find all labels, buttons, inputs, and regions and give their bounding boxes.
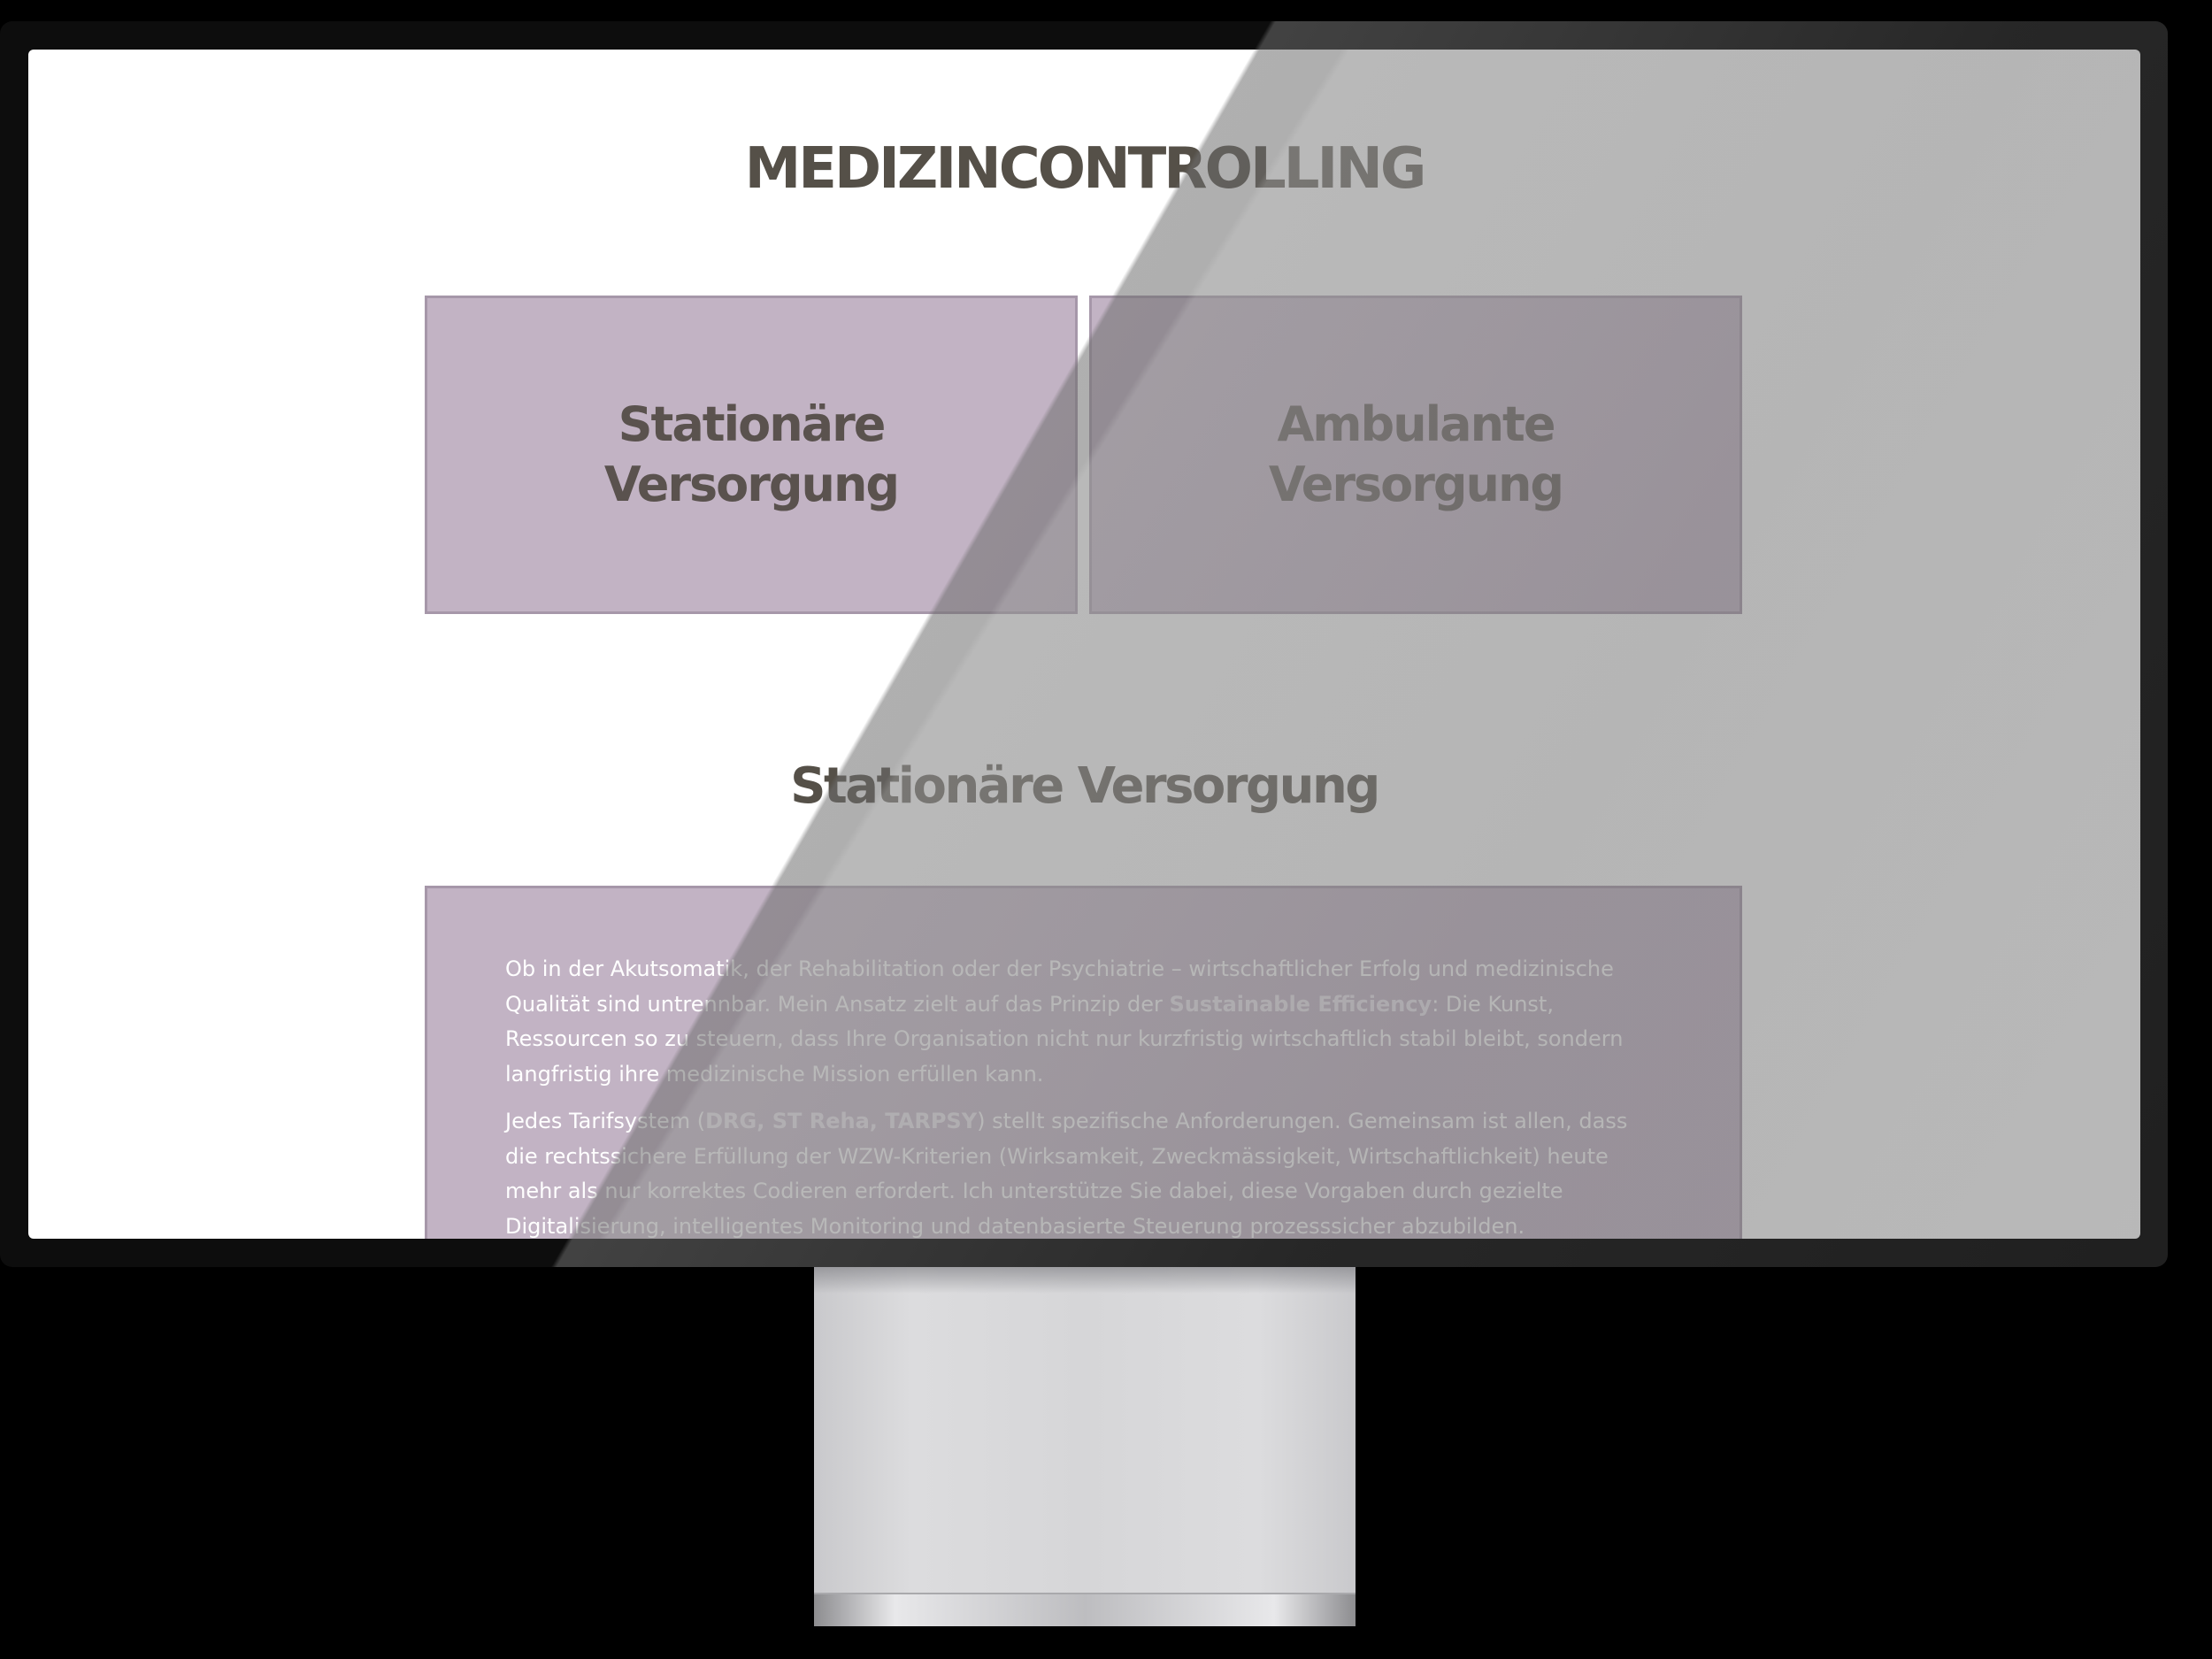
section-title: Stationäre Versorgung [790, 757, 1380, 815]
card-label-line1: Ambulante [1277, 396, 1556, 452]
monitor-bezel: MEDIZINCONTROLLING Stationäre Versorgung… [0, 21, 2168, 1267]
card-label: Ambulante Versorgung [1168, 395, 1663, 515]
highlight-separator: , [757, 1109, 772, 1133]
card-label-line2: Versorgung [1268, 457, 1564, 512]
stand-base [814, 1593, 1356, 1626]
section-paragraph-1: Ob in der Akutsomatik, der Rehabilitatio… [505, 952, 1662, 1092]
card-stationaere-versorgung[interactable]: Stationäre Versorgung [425, 296, 1078, 614]
card-label-line1: Stationäre [618, 396, 887, 452]
highlight-st-reha: ST Reha [772, 1109, 870, 1133]
highlight-tarpsy: TARPSY [885, 1109, 978, 1133]
highlight-drg: DRG [705, 1109, 757, 1133]
section-text-panel: Ob in der Akutsomatik, der Rehabilitatio… [425, 886, 1742, 1239]
paragraph-text: Jedes Tarifsystem ( [505, 1109, 706, 1133]
section-paragraph-2: Jedes Tarifsystem (DRG, ST Reha, TARPSY)… [505, 1104, 1662, 1239]
page-title-part1: MEDIZIN [744, 136, 1002, 202]
page-title: MEDIZINCONTROLLING [28, 136, 2140, 202]
page-title-part2: CONTROLLING [998, 136, 1427, 202]
card-ambulante-versorgung[interactable]: Ambulante Versorgung [1089, 296, 1742, 614]
highlight-separator: , [869, 1109, 886, 1133]
stand-shadow [814, 1267, 1356, 1294]
monitor-screen: MEDIZINCONTROLLING Stationäre Versorgung… [28, 50, 2140, 1239]
card-label: Stationäre Versorgung [503, 395, 999, 515]
monitor-stand [814, 1267, 1356, 1626]
card-label-line2: Versorgung [603, 457, 900, 512]
highlight-sustainable-efficiency: Sustainable Efficiency [1169, 991, 1432, 1017]
